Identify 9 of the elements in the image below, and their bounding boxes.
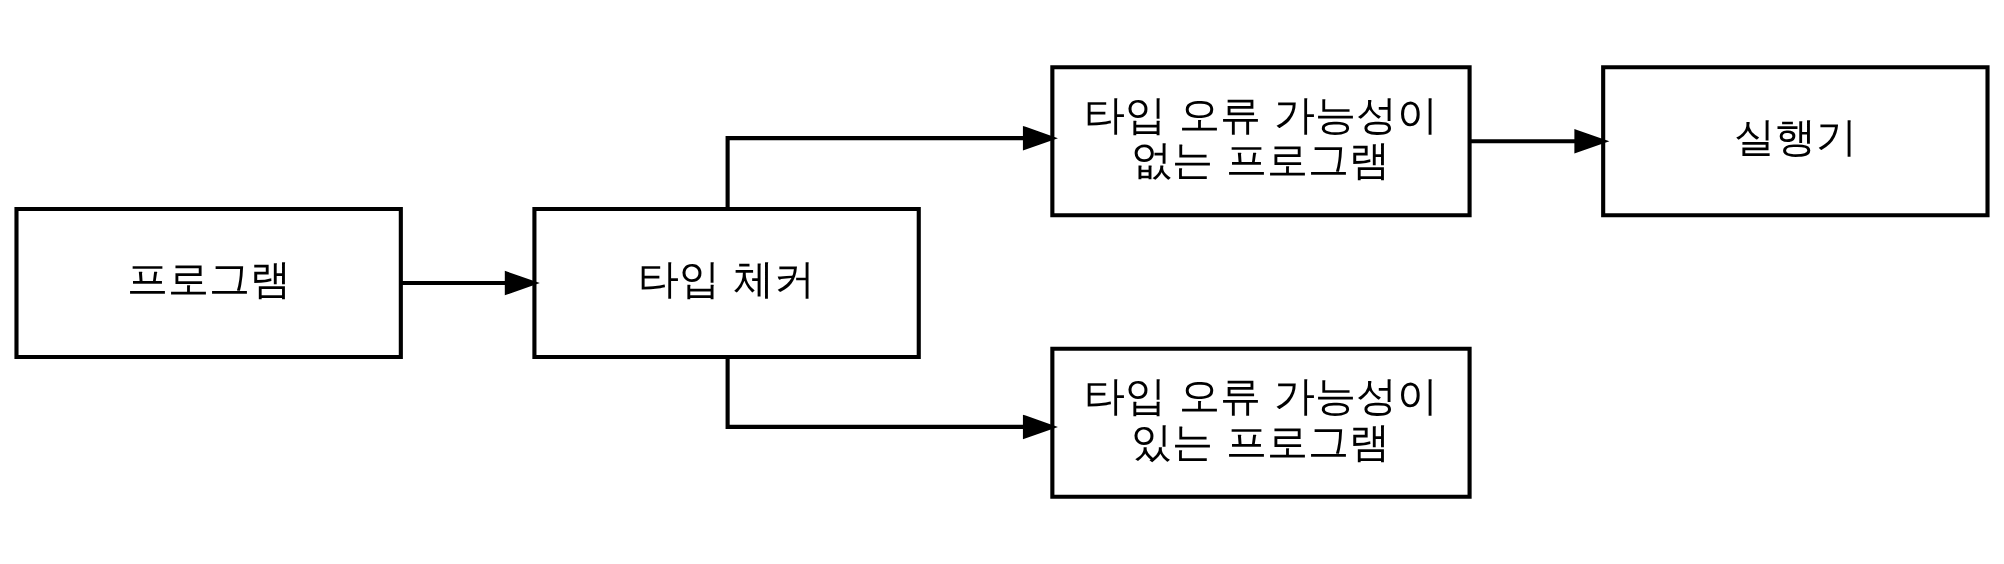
arrow [725, 125, 1058, 209]
node-box: 타입 오류 가능성이 있는 프로그램 [1050, 346, 1472, 499]
node-box: 타입 오류 가능성이 없는 프로그램 [1050, 65, 1472, 218]
node-box: 실행기 [1601, 65, 1990, 218]
arrow [401, 270, 540, 296]
arrow [725, 357, 1058, 440]
node-box: 타입 체커 [532, 207, 921, 360]
arrow [1469, 128, 1610, 154]
node-box: 프로그램 [14, 207, 403, 360]
